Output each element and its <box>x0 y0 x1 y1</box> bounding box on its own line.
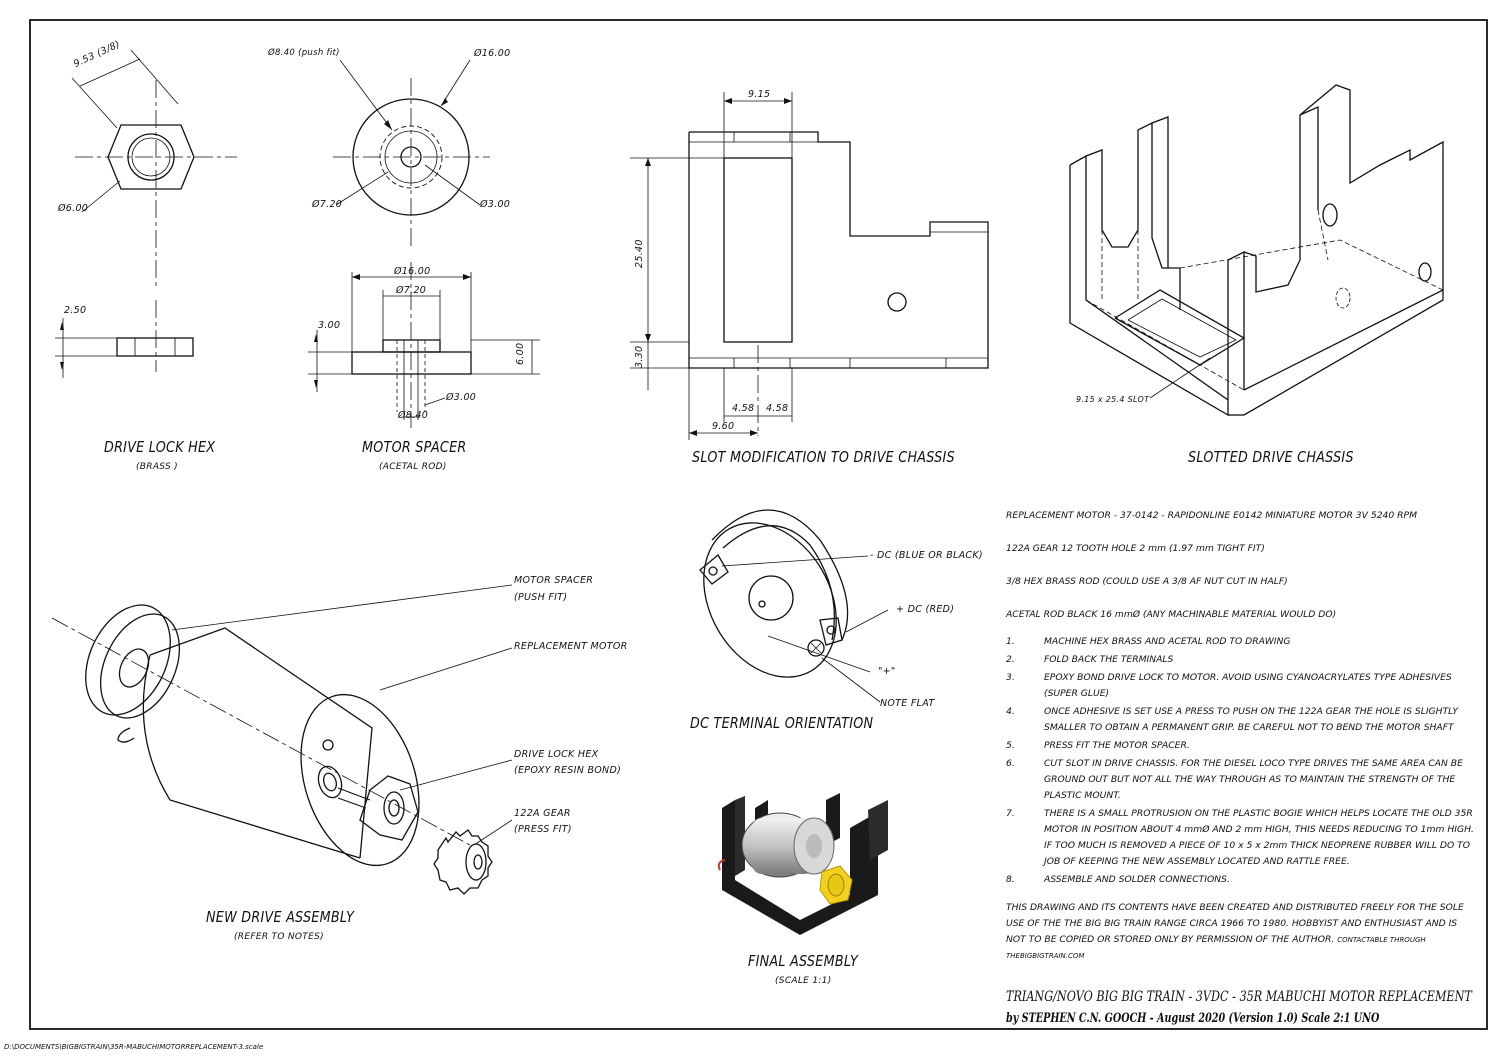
dc-terminal-title: DC TERMINAL ORIENTATION <box>690 714 874 732</box>
spacer-bore-side-dim: Ø3.00 <box>446 392 477 403</box>
callout-motor-spacer-fit: (PUSH FIT) <box>514 592 568 603</box>
motor-spacer-front-view <box>333 59 490 250</box>
drive-lock-hex-subtitle: (BRASS ) <box>136 462 178 472</box>
callout-note-flat: NOTE FLAT <box>880 698 935 709</box>
new-drive-assembly-view <box>51 584 513 895</box>
callout-dc-positive: + DC (RED) <box>896 604 955 615</box>
spacer-od-side-dim: Ø16.00 <box>394 266 431 277</box>
hex-bore-dim: Ø6.00 <box>58 203 89 214</box>
slot-modification-title: SLOT MODIFICATION TO DRIVE CHASSIS <box>692 448 955 466</box>
step-text: THERE IS A SMALL PROTRUSION ON THE PLAST… <box>1044 808 1474 867</box>
spec-line: 122A GEAR 12 TOOTH HOLE 2 mm (1.97 mm TI… <box>1006 543 1265 554</box>
title-block-line1: TRIANG/NOVO BIG BIG TRAIN - 3VDC - 35R M… <box>1006 989 1472 1005</box>
step-number: 5. <box>1006 740 1015 751</box>
step-text: MACHINE HEX BRASS AND ACETAL ROD TO DRAW… <box>1044 636 1291 647</box>
step-text: PRESS FIT THE MOTOR SPACER. <box>1044 740 1190 751</box>
step-text: ASSEMBLE AND SOLDER CONNECTIONS. <box>1044 874 1230 885</box>
spacer-step-dim: 3.00 <box>318 320 341 331</box>
disclaimer-text: THIS DRAWING AND ITS CONTENTS HAVE BEEN … <box>1006 900 1476 964</box>
spec-line: REPLACEMENT MOTOR - 37-0142 - RAPIDONLIN… <box>1006 510 1417 521</box>
slot-half-a-dim: 4.58 <box>732 403 755 414</box>
step-text: CUT SLOT IN DRIVE CHASSIS. FOR THE DIESE… <box>1044 758 1463 801</box>
new-drive-assembly-subtitle: (REFER TO NOTES) <box>234 932 324 942</box>
callout-motor-spacer: MOTOR SPACER <box>514 575 594 586</box>
step-number: 3. <box>1006 672 1015 683</box>
step-text: FOLD BACK THE TERMINALS <box>1044 654 1174 665</box>
spacer-od-dim: Ø16.00 <box>474 48 511 59</box>
slot-half-b-dim: 4.58 <box>766 403 789 414</box>
spec-line: 3/8 HEX BRASS ROD (COULD USE A 3/8 AF NU… <box>1006 576 1288 587</box>
step-number: 6. <box>1006 758 1015 769</box>
new-drive-assembly-title: NEW DRIVE ASSEMBLY <box>206 908 355 926</box>
slotted-chassis-title: SLOTTED DRIVE CHASSIS <box>1188 448 1354 466</box>
dc-terminal-view <box>699 509 889 703</box>
step-number: 2. <box>1006 654 1015 665</box>
spacer-length-dim: 6.00 <box>515 342 526 365</box>
callout-gear: 122A GEAR <box>514 808 571 819</box>
slot-base-dim: 3.30 <box>634 345 645 368</box>
step-number: 8. <box>1006 874 1015 885</box>
assembly-steps: 1. MACHINE HEX BRASS AND ACETAL ROD TO DR… <box>1006 634 1476 888</box>
hex-thickness-dim: 2.50 <box>64 305 87 316</box>
step-item: 1. MACHINE HEX BRASS AND ACETAL ROD TO DR… <box>1006 634 1476 650</box>
step-item: 8. ASSEMBLE AND SOLDER CONNECTIONS. <box>1006 872 1476 888</box>
slot-size-label: 9.15 x 25.4 SLOT <box>1076 395 1150 404</box>
drive-lock-hex-side-view <box>55 300 194 378</box>
final-assembly-render <box>717 793 888 935</box>
callout-replacement-motor: REPLACEMENT MOTOR <box>514 641 628 652</box>
gear-122a-drawing <box>433 829 493 895</box>
sheet-border <box>29 19 1488 1030</box>
step-item: 4. ONCE ADHESIVE IS SET USE A PRESS TO PU… <box>1006 704 1476 736</box>
spacer-fit-side-dim: Ø8.40 <box>398 410 429 421</box>
slot-modification-view <box>630 92 989 440</box>
step-item: 5. PRESS FIT THE MOTOR SPACER. <box>1006 738 1476 754</box>
step-text: EPOXY BOND DRIVE LOCK TO MOTOR. AVOID US… <box>1044 672 1452 699</box>
callout-drive-lock-bond: (EPOXY RESIN BOND) <box>514 765 622 776</box>
notes-panel: REPLACEMENT MOTOR - 37-0142 - RAPIDONLIN… <box>1006 510 1476 964</box>
callout-gear-fit: (PRESS FIT) <box>514 824 572 835</box>
title-block-line2: by STEPHEN C.N. GOOCH - August 2020 (Ver… <box>1006 1011 1380 1026</box>
motor-spacer-subtitle: (ACETAL ROD) <box>379 462 447 472</box>
spacer-inner-dim: Ø7.20 <box>312 199 343 210</box>
callout-plus-mark: "+" <box>878 666 896 677</box>
contact-text: CONTACTABLE THROUGH THEBIGBIGTRAIN.COM <box>1006 936 1426 960</box>
spec-line: ACETAL ROD BLACK 16 mmØ (ANY MACHINABLE … <box>1006 609 1337 620</box>
step-number: 4. <box>1006 706 1015 717</box>
step-item: 6. CUT SLOT IN DRIVE CHASSIS. FOR THE DIE… <box>1006 756 1476 804</box>
motor-spacer-title: MOTOR SPACER <box>362 438 467 456</box>
step-number: 1. <box>1006 636 1015 647</box>
callout-dc-negative: - DC (BLUE OR BLACK) <box>870 550 983 561</box>
callout-drive-lock-hex: DRIVE LOCK HEX <box>514 749 599 760</box>
slot-width-dim: 9.15 <box>748 89 771 100</box>
final-assembly-title: FINAL ASSEMBLY <box>748 952 859 970</box>
slot-offset-dim: 9.60 <box>712 421 735 432</box>
title-block: TRIANG/NOVO BIG BIG TRAIN - 3VDC - 35R M… <box>1006 986 1486 1030</box>
disclaimer-body: THIS DRAWING AND ITS CONTENTS HAVE BEEN … <box>1006 902 1464 945</box>
file-path: D:\DOCUMENTS\BIGBIGTRAIN\35R-MABUCHIMOTO… <box>4 1043 264 1051</box>
step-item: 2. FOLD BACK THE TERMINALS <box>1006 652 1476 668</box>
step-item: 3. EPOXY BOND DRIVE LOCK TO MOTOR. AVOID … <box>1006 670 1476 702</box>
slotted-chassis-view <box>1069 84 1444 417</box>
drive-lock-hex-title: DRIVE LOCK HEX <box>104 438 216 456</box>
step-item: 7. THERE IS A SMALL PROTRUSION ON THE PLA… <box>1006 806 1476 870</box>
step-text: ONCE ADHESIVE IS SET USE A PRESS TO PUSH… <box>1044 706 1459 733</box>
spacer-push-fit-dim: Ø8.40 (push fit) <box>268 48 340 58</box>
slot-height-dim: 25.40 <box>634 239 645 268</box>
drive-lock-hex-front-view <box>71 49 237 290</box>
spacer-bore-dim: Ø3.00 <box>480 199 511 210</box>
motor-spacer-side-view <box>308 262 540 428</box>
step-number: 7. <box>1006 808 1015 819</box>
spacer-inner-side-dim: Ø7.20 <box>396 285 427 296</box>
final-assembly-subtitle: (SCALE 1:1) <box>775 976 832 986</box>
